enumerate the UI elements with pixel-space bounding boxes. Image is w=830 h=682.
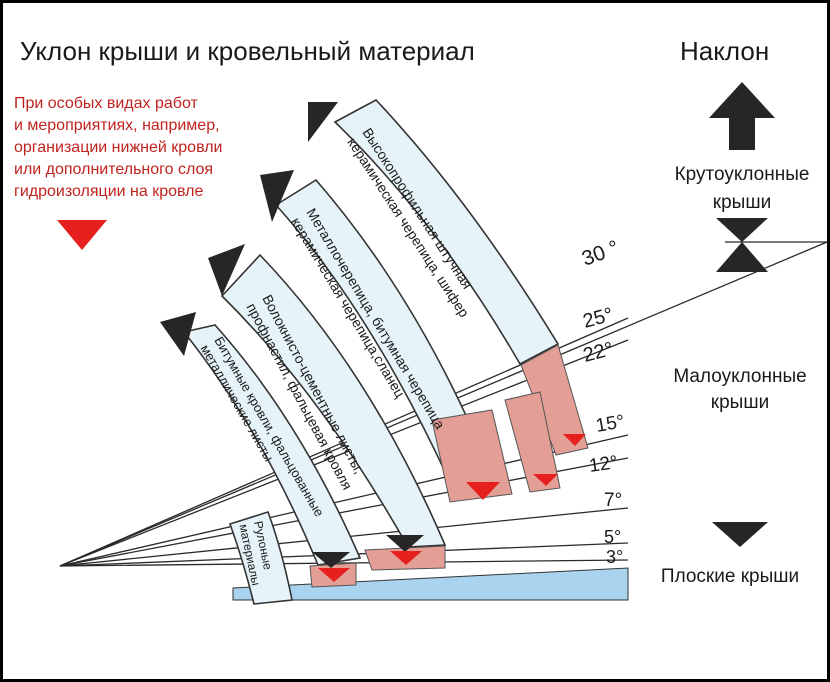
boundary-up-triangle-icon: [716, 242, 768, 272]
angle-label: 15°: [594, 411, 626, 437]
steep-up-arrow-icon: [709, 82, 775, 150]
boundary-down-triangle-icon: [716, 218, 768, 242]
slope-scale: Крутоуклонные крыши Малоуклонные крыши П…: [661, 82, 810, 587]
red-marker-icon: [390, 551, 422, 565]
band-steep-tiles: [333, 99, 560, 366]
dark-marker-icon: [260, 170, 294, 222]
steep-roofs-label: Крутоуклонные: [675, 164, 810, 185]
angle-label: 22°: [581, 338, 616, 367]
pink-zone-3: [431, 409, 513, 503]
band-bitumen-metal: [182, 324, 362, 566]
dark-marker-icon: [160, 312, 196, 356]
dark-marker-icon: [386, 535, 424, 552]
note-line: и мероприятиях, например,: [14, 117, 220, 134]
angle-label: 30 °: [579, 236, 622, 270]
angle-label: 7°: [604, 490, 622, 511]
flat-roof-base: [232, 567, 629, 601]
slope-header: Наклон: [680, 36, 769, 66]
material-boundary-markers: [160, 102, 424, 568]
red-marker-icon: [318, 568, 350, 582]
band-fiber-cement: [220, 253, 447, 548]
note-line: гидроизоляции на кровле: [14, 183, 203, 200]
low-slope-roofs-label: Малоуклонные: [673, 366, 806, 387]
diagram-title: Уклон крыши и кровельный материал: [20, 36, 475, 66]
low-slope-roofs-label: крыши: [711, 392, 769, 413]
note-line: При особых видах работ: [14, 95, 198, 112]
red-marker-legend-icon: [57, 220, 107, 250]
dark-marker-icon: [308, 102, 338, 142]
red-marker-icon: [533, 474, 558, 486]
roof-slope-diagram: Уклон крыши и кровельный материал Наклон…: [14, 36, 827, 605]
dark-marker-icon: [312, 552, 350, 568]
steep-roofs-label: крыши: [713, 192, 771, 213]
note-line: или дополнительного слоя: [14, 161, 213, 178]
angle-label: 3°: [606, 547, 623, 567]
red-marker-icon: [563, 434, 586, 446]
angle-label: 12°: [588, 452, 619, 477]
dark-marker-icon: [208, 244, 245, 296]
special-conditions-note: При особых видах работ и мероприятиях, н…: [14, 95, 222, 200]
minimum-slope-markers: [318, 434, 586, 582]
angle-labels: 30 ° 25° 22° 15° 12° 7° 5° 3°: [579, 236, 626, 567]
band-rolled-materials: [228, 511, 293, 605]
pink-zone-2: [504, 391, 561, 493]
flat-roofs-label: Плоские крыши: [661, 566, 799, 587]
ray-3: [59, 559, 629, 567]
note-line: организации нижней кровли: [14, 139, 222, 156]
flat-boundary-triangle-icon: [712, 522, 768, 547]
angle-label: 5°: [604, 527, 621, 547]
angle-label: 25°: [581, 304, 616, 333]
red-marker-icon: [466, 482, 500, 500]
